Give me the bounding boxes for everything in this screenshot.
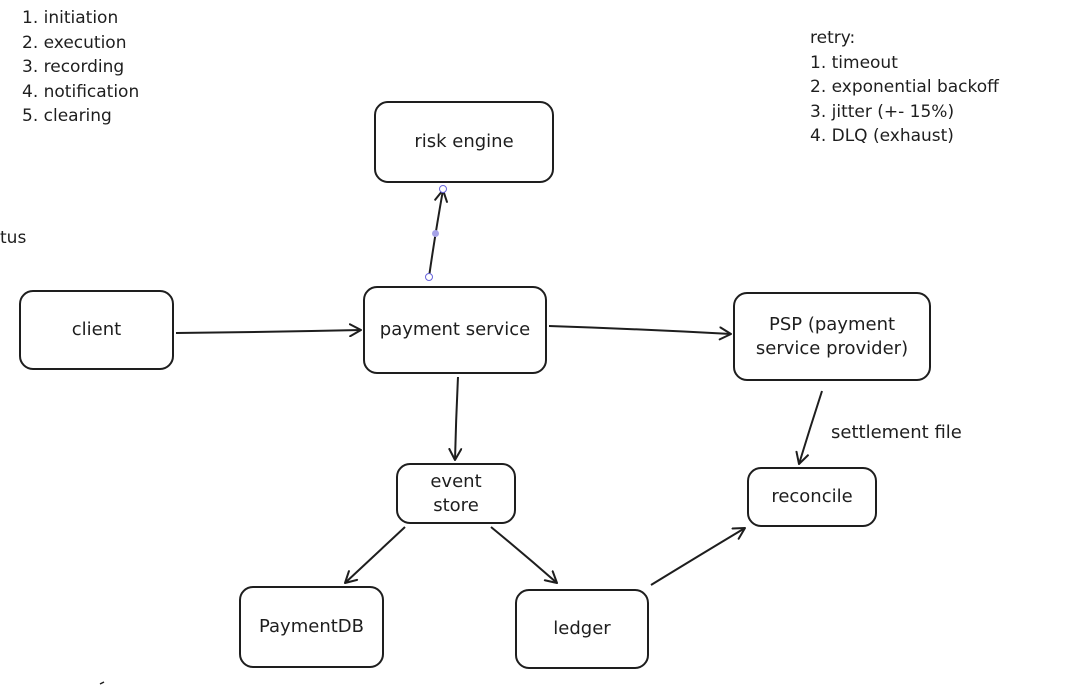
arrow-start-handle[interactable]: [425, 273, 433, 281]
steps-note-line: 1. initiation: [22, 8, 119, 28]
steps-note-line: 5. clearing: [22, 106, 112, 127]
ledger-node[interactable]: ledger: [515, 589, 649, 669]
partial-text[interactable]: tus: [0, 226, 26, 251]
arrow-event-store-to-paymentdb[interactable]: [344, 526, 406, 584]
arrow-ledger-to-reconcile[interactable]: [650, 527, 746, 586]
retry-note-line: 2. exponential backoff: [810, 77, 999, 98]
retry-note-line: 3. jitter (+- 15%): [810, 101, 955, 122]
steps-note-line: 4. notification: [22, 81, 140, 102]
retry-note[interactable]: retry: 1. timeout 2. exponential backoff…: [810, 26, 999, 149]
paymentdb-node[interactable]: PaymentDB: [239, 586, 384, 668]
steps-note[interactable]: 1. initiation 2. execution 3. recording …: [22, 6, 139, 129]
risk-engine-node[interactable]: risk engine: [374, 101, 554, 183]
arrow-client-to-payment-service[interactable]: [175, 323, 362, 338]
node-label: event store: [430, 471, 482, 516]
node-label: PaymentDB: [258, 616, 364, 638]
node-label: PSP (payment service provider): [755, 314, 909, 359]
arrow-psp-to-reconcile[interactable]: [795, 390, 823, 465]
settlement-file-label[interactable]: settlement file: [831, 422, 962, 443]
partial-text-label: tus: [0, 228, 27, 248]
retry-note-line: 1. timeout: [810, 52, 898, 73]
arrow-midpoint-handle[interactable]: [432, 230, 439, 237]
retry-note-line: retry:: [810, 28, 856, 48]
retry-note-line: 4. DLQ (exhaust): [810, 126, 954, 147]
arrow-event-store-to-ledger[interactable]: [490, 526, 558, 584]
steps-note-line: 2. execution: [22, 32, 127, 53]
event-store-node[interactable]: event store: [396, 463, 516, 524]
node-label: reconcile: [771, 486, 853, 508]
psp-node[interactable]: PSP (payment service provider): [733, 292, 931, 381]
node-label: payment service: [379, 319, 531, 341]
edge-label-text: settlement file: [831, 422, 962, 443]
node-label: ledger: [553, 618, 611, 640]
arrow-end-handle[interactable]: [439, 185, 447, 193]
payment-service-node[interactable]: payment service: [363, 286, 547, 374]
arrow-payment-service-to-event-store[interactable]: [448, 376, 463, 461]
reconcile-node[interactable]: reconcile: [747, 467, 877, 527]
steps-note-line: 3. recording: [22, 57, 125, 78]
node-label: risk engine: [414, 131, 514, 153]
arrow-payment-service-to-psp[interactable]: [548, 325, 732, 341]
node-label: client: [71, 319, 122, 341]
client-node[interactable]: client: [19, 290, 174, 370]
stray-stroke: [99, 681, 105, 685]
